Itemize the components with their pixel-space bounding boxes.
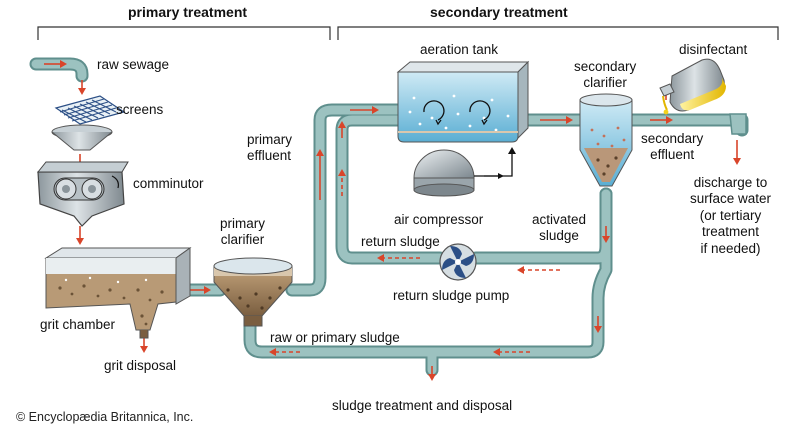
grit-chamber-unit	[44, 247, 192, 331]
raw-primary-sludge-label: raw or primary sludge	[270, 330, 400, 345]
return-sludge-pump-unit	[439, 243, 477, 281]
return-sludge-pump-label: return sludge pump	[393, 288, 510, 303]
comminutor-unit	[36, 161, 129, 227]
activated-sludge-label: activated sludge	[532, 212, 587, 244]
air-compressor-label: air compressor	[394, 212, 484, 227]
primary-effluent-label: primary effluent	[247, 132, 293, 164]
grit-disposal-label: grit disposal	[104, 358, 177, 373]
primary-bracket	[37, 26, 331, 40]
copyright-text: © Encyclopædia Britannica, Inc.	[16, 410, 194, 424]
secondary-clarifier-label: secondary clarifier	[574, 59, 637, 91]
outlet-pipe	[729, 113, 747, 135]
primary-treatment-header: primary treatment	[128, 4, 248, 20]
secondary-bracket	[337, 26, 779, 40]
grit-drain	[139, 330, 149, 339]
sludge-treatment-label: sludge treatment and disposal	[332, 398, 513, 413]
return-sludge-label: return sludge	[361, 234, 440, 249]
air-compressor-unit	[413, 147, 516, 197]
aeration-tank-unit	[396, 60, 530, 143]
secondary-clarifier-unit	[579, 93, 633, 187]
screens-label: screens	[116, 102, 164, 117]
comminutor-rollers-icon	[53, 177, 105, 201]
secondary-treatment-header: secondary treatment	[430, 4, 568, 20]
secondary-effluent-label: secondary effluent	[641, 131, 704, 163]
grit-chamber-label: grit chamber	[40, 317, 116, 332]
pump-impeller-icon	[442, 246, 474, 278]
screens-unit	[51, 95, 126, 151]
comminutor-label: comminutor	[133, 176, 204, 191]
disinfectant-label: disinfectant	[679, 42, 748, 57]
raw-sewage-label: raw sewage	[97, 57, 170, 72]
disinfectant-bottle-icon	[659, 58, 726, 115]
flow-arrows	[44, 60, 741, 381]
primary-clarifier-label: primary clarifier	[220, 216, 266, 248]
discharge-label: discharge to surface water (or tertiary …	[690, 175, 772, 256]
aeration-tank-label: aeration tank	[420, 42, 499, 57]
primary-clarifier-unit	[213, 257, 293, 327]
